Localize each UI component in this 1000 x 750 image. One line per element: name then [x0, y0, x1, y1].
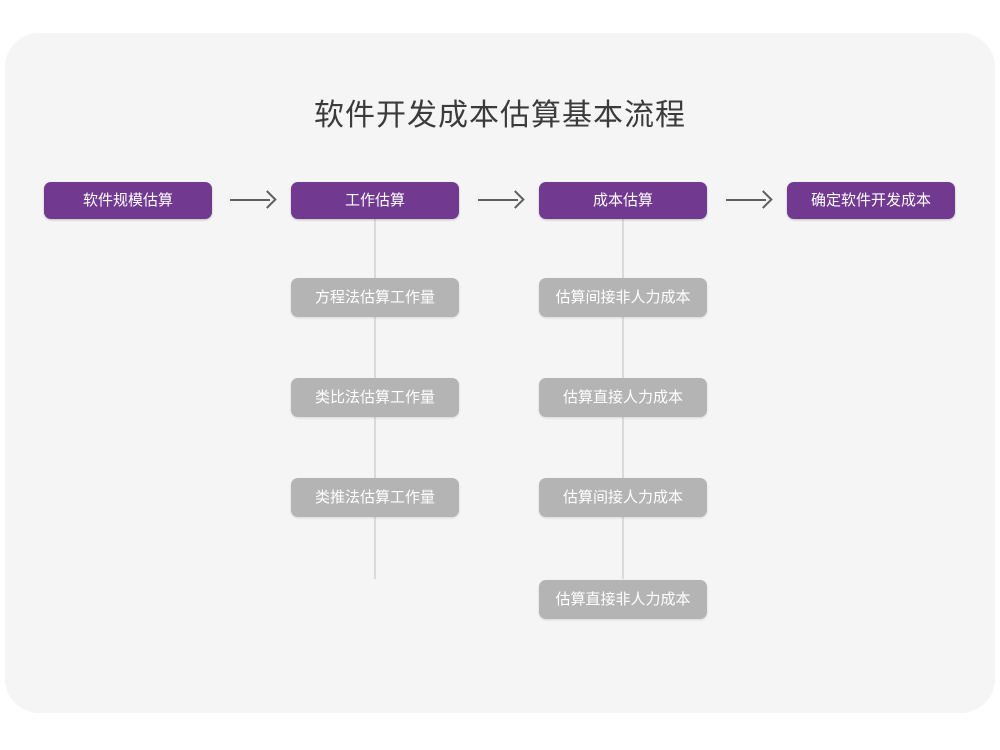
substep-box-2-1[interactable]: 方程法估算工作量 [291, 278, 459, 317]
substep-box-2-2[interactable]: 类比法估算工作量 [291, 378, 459, 417]
arrow-head [258, 190, 277, 209]
stage-box-2[interactable]: 工作估算 [291, 182, 459, 219]
stage-box-1[interactable]: 软件规模估算 [44, 182, 212, 219]
arrow-right-icon-1 [230, 190, 277, 210]
page-title: 软件开发成本估算基本流程 [314, 99, 686, 132]
arrow-right-icon-3 [726, 190, 773, 210]
substep-box-3-3[interactable]: 估算间接人力成本 [539, 478, 707, 517]
arrow-shaft [230, 199, 270, 201]
diagram-card [5, 33, 995, 713]
substep-box-3-2[interactable]: 估算直接人力成本 [539, 378, 707, 417]
substep-box-2-3[interactable]: 类推法估算工作量 [291, 478, 459, 517]
stage-box-4[interactable]: 确定软件开发成本 [787, 182, 955, 219]
arrow-shaft [478, 199, 518, 201]
arrow-head [754, 190, 773, 209]
arrow-right-icon-2 [478, 190, 525, 210]
stage-box-3[interactable]: 成本估算 [539, 182, 707, 219]
arrow-shaft [726, 199, 766, 201]
substep-box-3-1[interactable]: 估算间接非人力成本 [539, 278, 707, 317]
arrow-head [506, 190, 525, 209]
substep-box-3-4[interactable]: 估算直接非人力成本 [539, 580, 707, 619]
